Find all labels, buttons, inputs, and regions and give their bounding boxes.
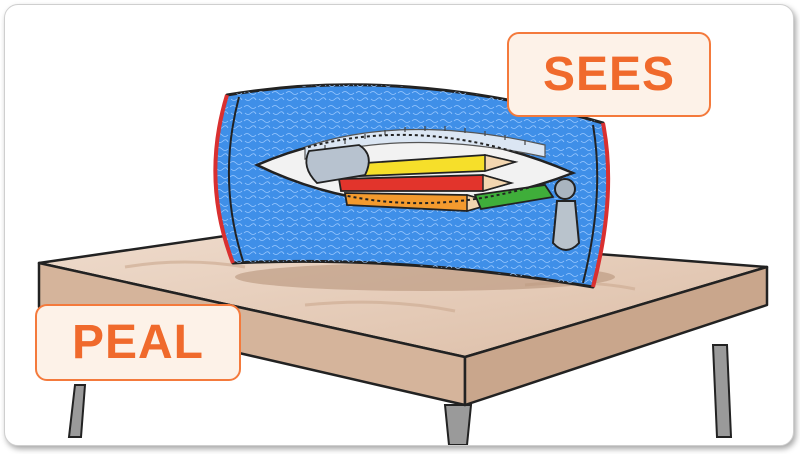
- word-label-sees: SEES: [507, 32, 711, 117]
- word-label-peal: PEAL: [35, 304, 241, 381]
- pencil-icon: [305, 144, 555, 212]
- illustration-scene: [37, 83, 769, 445]
- zipper-pull-icon: [551, 178, 581, 251]
- pencil-case-icon: [213, 83, 615, 291]
- illustration-frame: SEES PEAL: [4, 4, 794, 446]
